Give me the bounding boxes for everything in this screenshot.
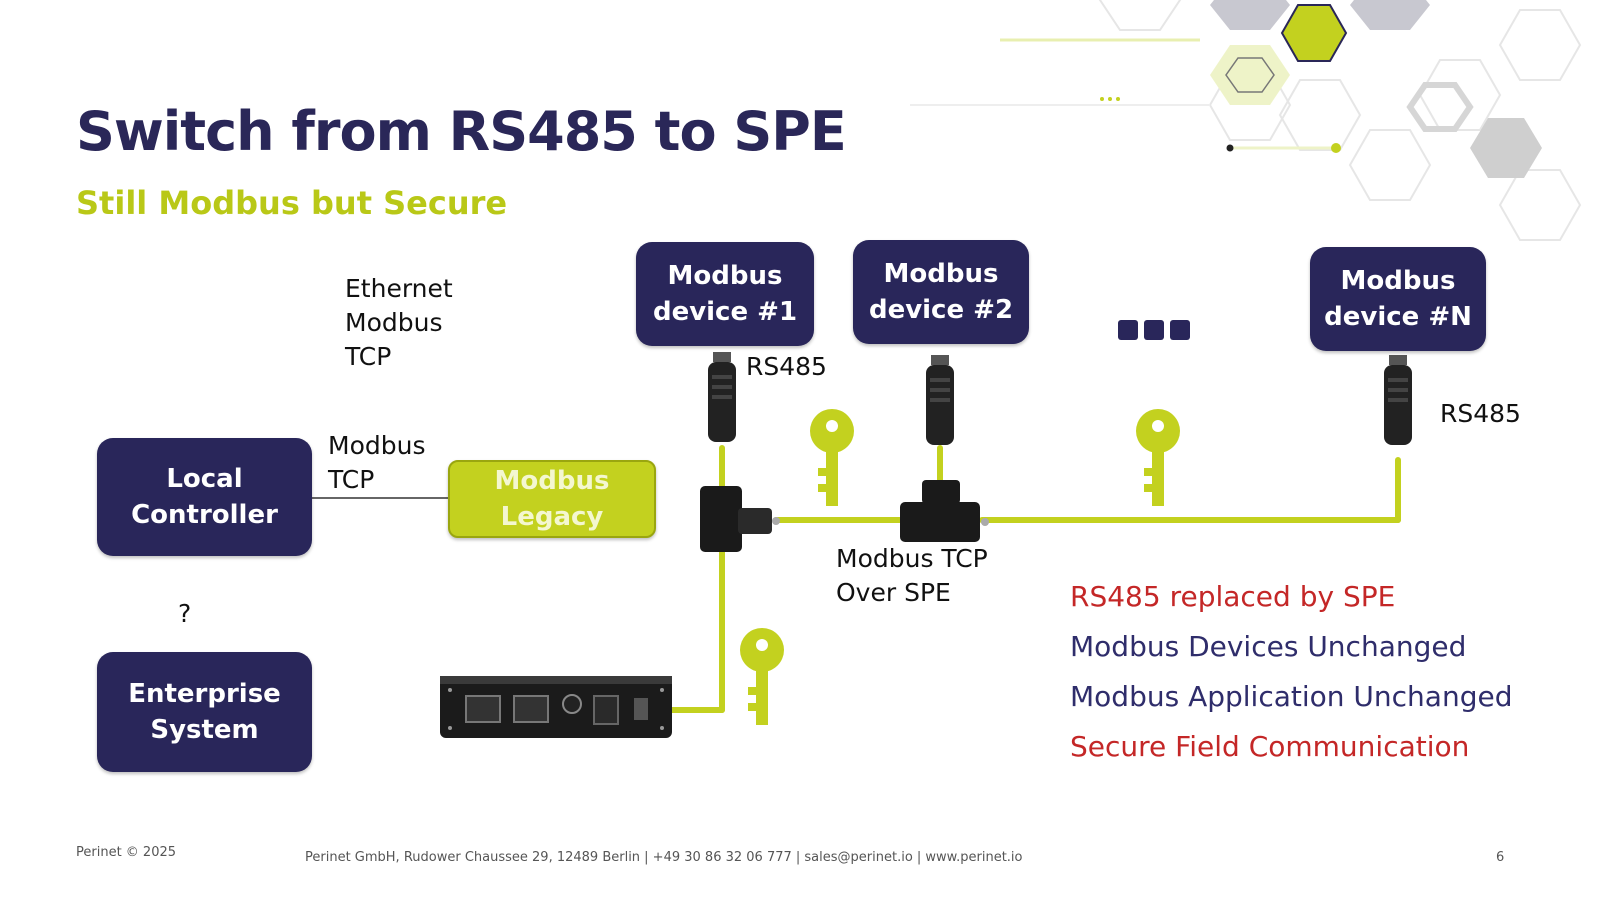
connector-icon — [708, 352, 736, 442]
t-splitter-icon — [700, 486, 780, 552]
rs485-label-device-n: RS485 — [1440, 399, 1521, 428]
modbus-device-1-label: Modbus device #1 — [652, 261, 798, 327]
bullet-secure-communication: Secure Field Communication — [1070, 730, 1470, 763]
modbus-device-2-box: Modbus device #2 — [853, 240, 1029, 344]
question-mark-label: ? — [178, 599, 192, 628]
modbus-device-2-label: Modbus device #2 — [868, 259, 1014, 325]
connector-icon — [1384, 355, 1412, 445]
bullet-rs485-replaced: RS485 replaced by SPE — [1070, 580, 1396, 613]
page-number: 6 — [1496, 850, 1505, 865]
ethernet-modbus-tcp-label: Ethernet Modbus TCP — [345, 274, 453, 371]
rs485-label-device-1: RS485 — [746, 352, 827, 381]
key-icon — [1136, 409, 1180, 506]
modbus-device-n-box: Modbus device #N — [1310, 247, 1486, 351]
page-subtitle: Still Modbus but Secure — [76, 184, 508, 222]
connector-icon — [926, 355, 954, 445]
modbus-tcp-label: Modbus TCP — [328, 431, 426, 494]
local-controller-label: Local Controller — [131, 464, 278, 530]
footer-address: Perinet GmbH, Rudower Chaussee 29, 12489… — [305, 850, 1023, 865]
bullet-devices-unchanged: Modbus Devices Unchanged — [1070, 630, 1467, 663]
local-controller-box: Local Controller — [97, 438, 312, 556]
page-title: Switch from RS485 to SPE — [76, 100, 847, 163]
footer-copyright: Perinet © 2025 — [76, 845, 177, 860]
key-icon — [740, 628, 784, 725]
enterprise-system-label: Enterprise System — [128, 679, 281, 745]
t-splitter-icon — [900, 480, 989, 542]
modbus-legacy-label: Modbus Legacy — [494, 466, 610, 532]
enterprise-system-box: Enterprise System — [97, 652, 312, 772]
modbus-legacy-box: Modbus Legacy — [448, 460, 656, 538]
ellipsis-icon — [1118, 320, 1190, 340]
spe-cable — [665, 445, 1401, 713]
gateway-device-icon — [440, 676, 672, 738]
modbus-tcp-over-spe-label: Modbus TCP Over SPE — [836, 544, 988, 607]
modbus-device-1-box: Modbus device #1 — [636, 242, 814, 346]
modbus-device-n-label: Modbus device #N — [1324, 266, 1472, 332]
key-icon — [810, 409, 854, 506]
bullet-application-unchanged: Modbus Application Unchanged — [1070, 680, 1513, 713]
hexagon-decoration — [910, 0, 1582, 241]
